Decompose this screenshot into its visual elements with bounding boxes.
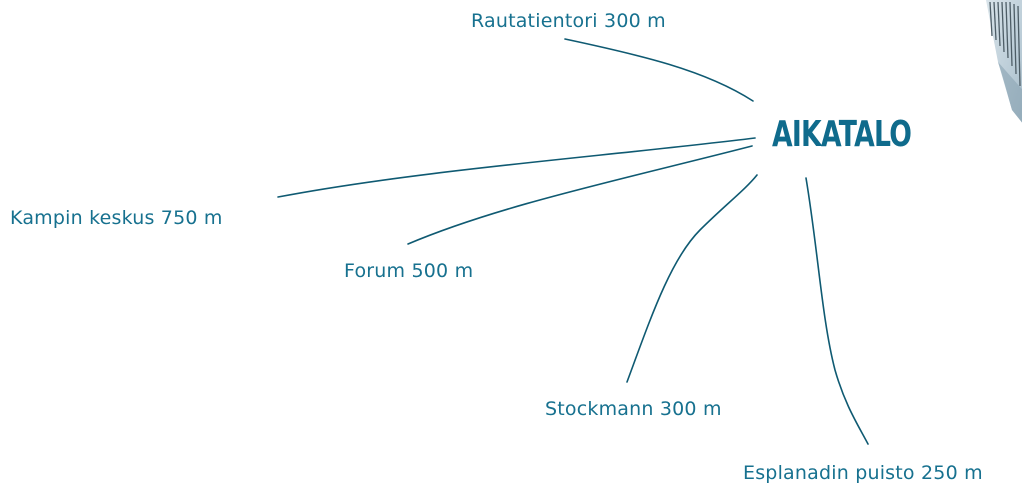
connector-esplanadin-puisto <box>805 177 869 445</box>
destination-label-stockmann: Stockmann 300 m <box>545 398 722 420</box>
destination-label-esplanadin-puisto: Esplanadin puisto 250 m <box>743 462 983 484</box>
aikatalo-title: AIKATALO <box>772 114 912 155</box>
connector-forum <box>407 145 753 245</box>
destination-label-kampin-keskus: Kampin keskus 750 m <box>10 207 223 229</box>
destination-label-rautatientori: Rautatientori 300 m <box>471 10 666 32</box>
destination-label-forum: Forum 500 m <box>344 260 474 282</box>
building-photo-fragment <box>986 0 1022 123</box>
connector-stockmann <box>626 174 758 383</box>
connector-kampin-keskus <box>277 137 756 198</box>
connector-rautatientori <box>564 38 754 102</box>
